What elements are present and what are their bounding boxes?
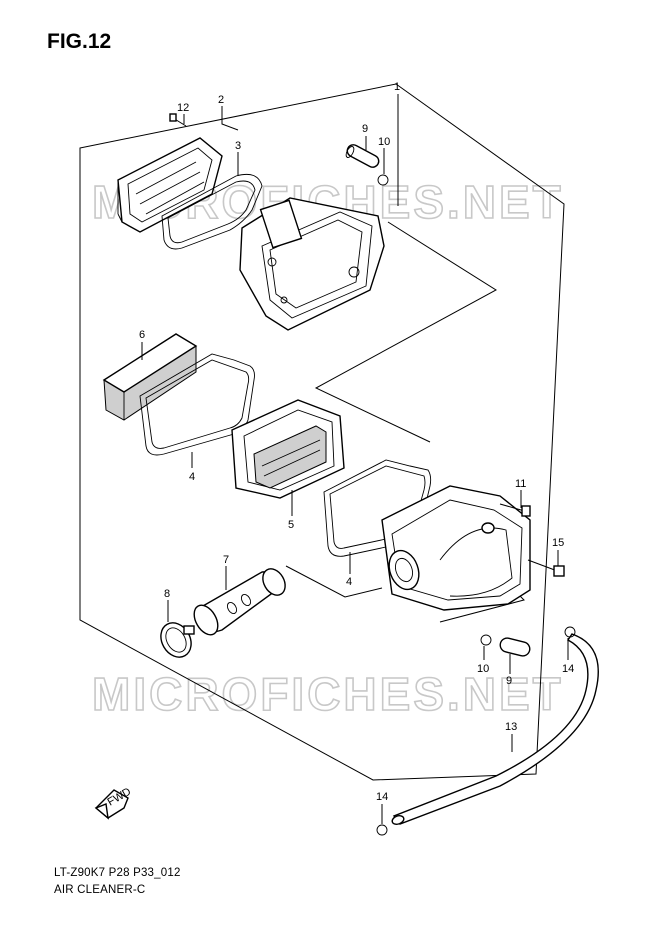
- forward-arrow-icon: FWD: [94, 786, 133, 820]
- callout-4-upper: 4: [189, 471, 195, 483]
- callout-9-lower: 9: [506, 675, 512, 687]
- callout-2: 2: [218, 94, 224, 106]
- bolt-washer-part: [527, 559, 565, 577]
- inner-frame-line-lower: [285, 565, 383, 598]
- callout-3: 3: [235, 140, 241, 152]
- intake-tube-part: [193, 568, 286, 636]
- callout-12: 12: [177, 102, 189, 114]
- bolt-part: [499, 503, 531, 517]
- filter-element-part: [102, 333, 198, 421]
- callout-9-upper: 9: [362, 123, 368, 135]
- small-cover-part: [117, 137, 223, 233]
- callout-14-lower: 14: [376, 791, 388, 803]
- callout-14-upper: 14: [562, 663, 574, 675]
- callout-11: 11: [515, 478, 526, 490]
- leader-lines: [141, 94, 569, 824]
- inner-frame-line: [314, 221, 497, 443]
- pipe-part-lower: [499, 637, 531, 657]
- callout-10-lower: 10: [477, 663, 489, 675]
- case-lower-part: [381, 485, 531, 611]
- figure-code: LT-Z90K7 P28 P33_012: [54, 867, 181, 879]
- callout-1: 1: [394, 81, 400, 93]
- callout-5: 5: [288, 519, 294, 531]
- callout-10-upper: 10: [378, 136, 390, 148]
- clamp-part-upper: [377, 174, 389, 186]
- clamp-part-lower: [480, 634, 492, 646]
- screw-part: [169, 113, 187, 127]
- callout-4-lower: 4: [346, 576, 352, 588]
- hose-clamp-small-upper: [564, 626, 576, 638]
- assembly-frame: [79, 83, 565, 781]
- small-gasket-part: [161, 173, 263, 250]
- callout-8: 8: [164, 588, 170, 600]
- callout-6: 6: [139, 329, 145, 341]
- hose-clamp-part: [160, 622, 195, 658]
- case-upper-part: [239, 197, 385, 331]
- callout-15: 15: [552, 537, 564, 549]
- watermark-bottom: MICROFICHES.NET: [92, 668, 564, 720]
- filter-frame-part: [231, 399, 345, 499]
- figure-title: FIG.12: [47, 30, 112, 53]
- pipe-part-upper: [345, 144, 380, 168]
- callout-7: 7: [223, 554, 229, 566]
- hose-clamp-small-lower: [376, 824, 388, 836]
- callout-13: 13: [505, 721, 517, 733]
- figure-name: AIR CLEANER-C: [54, 884, 146, 896]
